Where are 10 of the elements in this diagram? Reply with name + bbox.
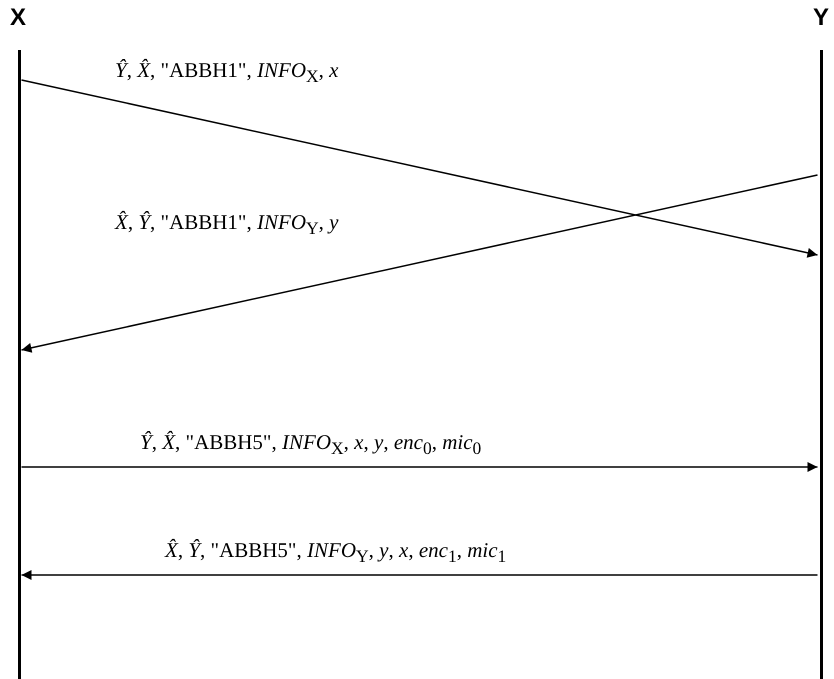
lifeline-title: Y	[813, 4, 830, 32]
message-arrow	[22, 570, 818, 580]
message-label: Ŷ, X̂, "ABBH1", INFO$_{X}$, x	[115, 58, 338, 88]
message-label: Ŷ, X̂, "ABBH5", INFO$_{X}$, x, y, enc$_{0}$, mic$_{0}$	[140, 430, 482, 460]
lifeline-title: X	[10, 4, 26, 32]
message-label: X̂, Ŷ, "ABBH5", INFO$_{Y}$, y, x, enc$_{1}$, mic$_{1}$	[165, 538, 506, 568]
message-label: X̂, Ŷ, "ABBH1", INFO$_{Y}$, y	[115, 210, 338, 240]
message-arrow	[22, 462, 818, 472]
message-arrow	[21, 174, 818, 353]
message-arrow	[21, 79, 818, 258]
